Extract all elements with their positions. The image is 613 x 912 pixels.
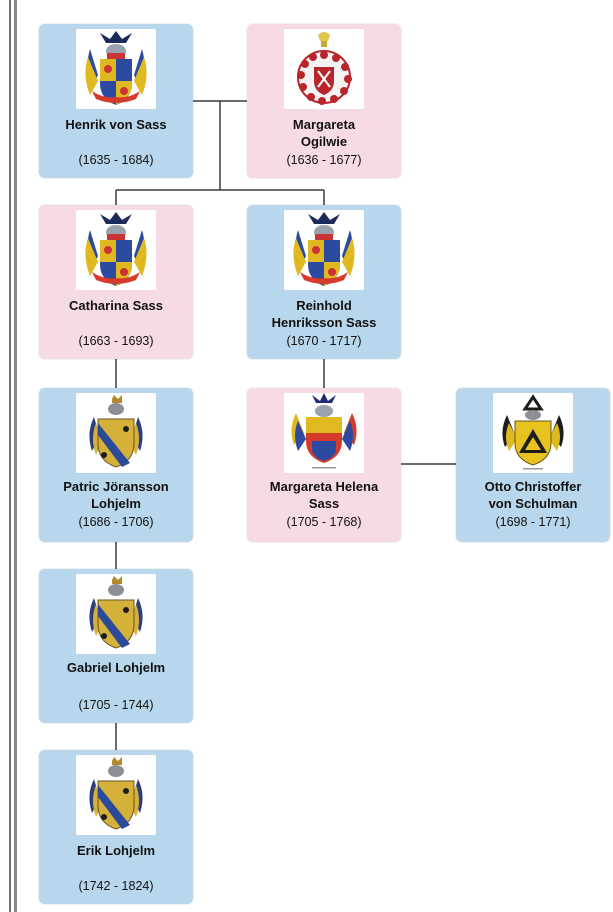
left-border-line-2 [14,0,17,912]
person-years: (1705 - 1768) [286,515,362,529]
lohjelm-coat-of-arms-icon [76,393,156,473]
person-card-margareta-helena-sass[interactable]: Margareta Helena Sass (1705 - 1768) [247,388,401,542]
person-name: Henrik von Sass [65,117,167,132]
person-card-patric-joransson-lohjelm[interactable]: Patric Jöransson Lohjelm (1686 - 1706) [39,388,193,542]
person-name: Otto Christoffer von Schulman [484,479,582,511]
sass-variant-coat-of-arms-icon [284,393,364,473]
person-card-catharina-sass[interactable]: Catharina Sass (1663 - 1693) [39,205,193,359]
person-name: Catharina Sass [69,298,163,313]
person-years: (1670 - 1717) [286,334,362,348]
person-card-henrik-von-sass[interactable]: Henrik von Sass (1635 - 1684) [39,24,193,178]
ogilwie-coat-of-arms-icon [284,29,364,109]
person-years: (1635 - 1684) [78,153,154,167]
person-years: (1698 - 1771) [495,515,571,529]
lohjelm-coat-of-arms-icon [76,755,156,835]
person-card-otto-christoffer-von-schulman[interactable]: Otto Christoffer von Schulman (1698 - 17… [456,388,610,542]
person-card-erik-lohjelm[interactable]: Erik Lohjelm (1742 - 1824) [39,750,193,904]
person-years: (1705 - 1744) [78,698,154,712]
person-years: (1663 - 1693) [78,334,154,348]
person-name: Margareta Ogilwie [292,117,356,149]
person-years: (1686 - 1706) [78,515,154,529]
person-name: Erik Lohjelm [76,843,156,858]
person-name: Margareta Helena Sass [269,479,379,511]
sass-coat-of-arms-icon [284,210,364,290]
schulman-coat-of-arms-icon [493,393,573,473]
person-card-reinhold-henriksson-sass[interactable]: Reinhold Henriksson Sass (1670 - 1717) [247,205,401,359]
sass-coat-of-arms-icon [76,210,156,290]
person-name: Patric Jöransson Lohjelm [63,479,169,511]
person-name: Reinhold Henriksson Sass [271,298,377,330]
left-border-line [9,0,11,912]
person-years: (1742 - 1824) [78,879,154,893]
person-card-gabriel-lohjelm[interactable]: Gabriel Lohjelm (1705 - 1744) [39,569,193,723]
person-name: Gabriel Lohjelm [66,660,166,675]
sass-coat-of-arms-icon [76,29,156,109]
lohjelm-coat-of-arms-icon [76,574,156,654]
person-years: (1636 - 1677) [286,153,362,167]
person-card-margareta-ogilwie[interactable]: Margareta Ogilwie (1636 - 1677) [247,24,401,178]
